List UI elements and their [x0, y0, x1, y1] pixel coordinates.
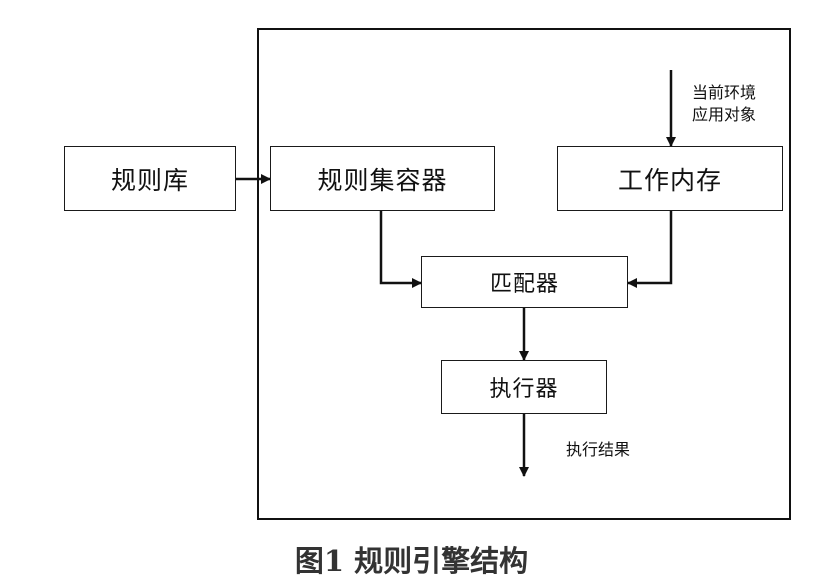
rule-set-container-label: 规则集容器 [317, 165, 448, 195]
executor-label: 执行器 [489, 377, 559, 402]
figure-caption: 图1 规则引擎结构 [294, 544, 529, 578]
output-annotation: 执行结果 [566, 440, 631, 459]
rule-engine-frame [257, 28, 791, 520]
rule-set-container-box: 规则集容器 [270, 146, 495, 211]
executor-box: 执行器 [441, 360, 607, 414]
working-memory-box: 工作内存 [557, 146, 783, 211]
input-annotation-line2: 应用对象 [692, 105, 757, 124]
input-annotation: 当前环境 应用对象 [692, 82, 756, 126]
arrow-container-to-matcher [379, 210, 422, 288]
rule-base-label: 规则库 [110, 165, 189, 195]
working-memory-label: 工作内存 [617, 165, 722, 195]
matcher-label: 匹配器 [489, 272, 559, 297]
input-annotation-line1: 当前环境 [692, 83, 757, 102]
matcher-box: 匹配器 [421, 256, 628, 308]
arrow-memory-to-matcher [627, 210, 673, 288]
rule-base-box: 规则库 [64, 146, 236, 211]
